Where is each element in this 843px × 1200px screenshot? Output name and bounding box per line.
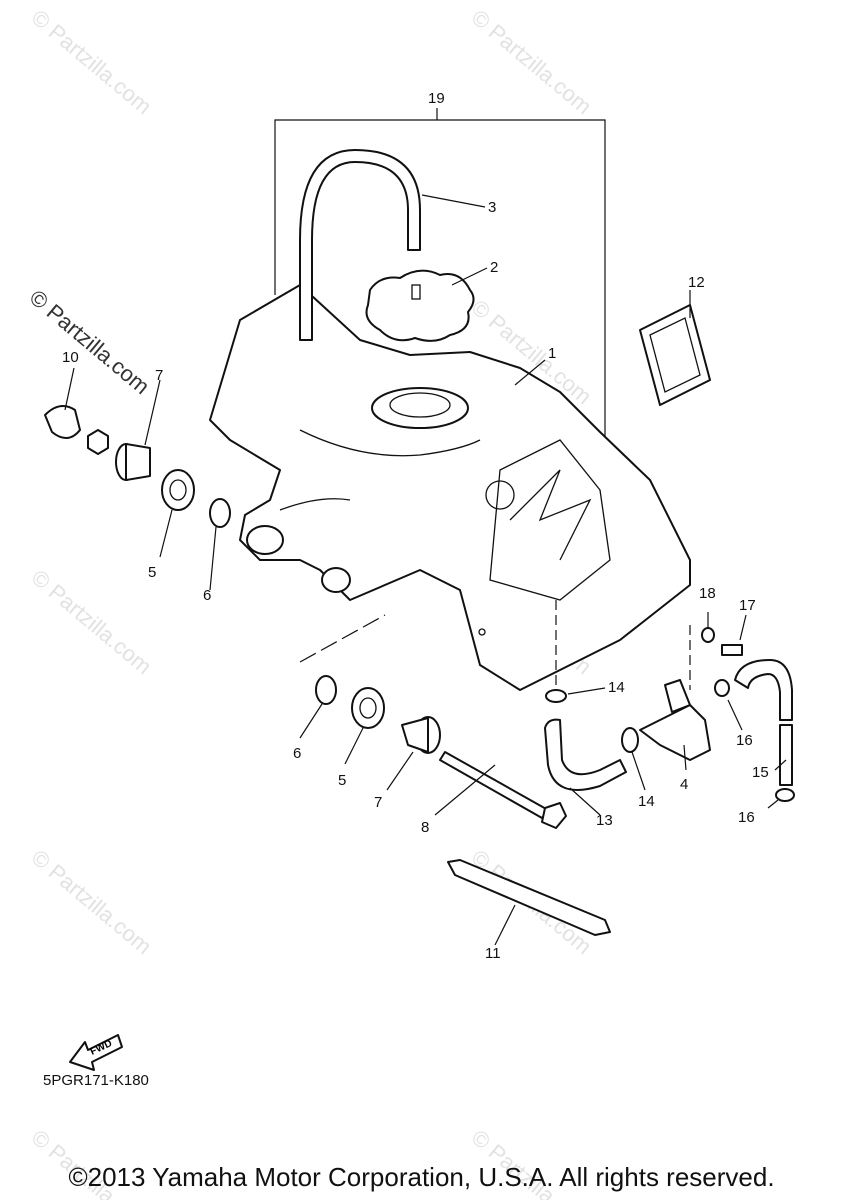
callout-15: 15 <box>752 764 769 781</box>
watermark-text: © Partzilla.com <box>27 845 157 959</box>
callout-7a: 7 <box>155 367 163 384</box>
lower-mount-parts: 6 5 7 8 <box>293 614 567 836</box>
assembly-bracket-19: 19 <box>274 90 606 470</box>
callout-14a: 14 <box>608 679 625 696</box>
watermark-text-dark: © Partzilla.com <box>25 285 155 399</box>
diagram-code: 5PGR171-K180 <box>43 1072 149 1089</box>
fwd-arrow-icon: FWD <box>69 1034 123 1071</box>
callout-12: 12 <box>688 274 705 291</box>
callout-10: 10 <box>62 349 79 366</box>
callout-16b: 16 <box>738 809 755 826</box>
callout-1: 1 <box>548 345 556 362</box>
copyright-notice: ©2013 Yamaha Motor Corporation, U.S.A. A… <box>68 1162 775 1192</box>
breather-hose: 3 <box>299 149 496 341</box>
fuel-cap: 2 <box>365 259 498 342</box>
callout-7b: 7 <box>374 794 382 811</box>
callout-17: 17 <box>739 597 756 614</box>
watermark-text: © Partzilla.com <box>467 5 597 119</box>
callout-6a: 6 <box>203 587 211 604</box>
watermark-text: © Partzilla.com <box>27 5 157 119</box>
callout-3: 3 <box>488 199 496 216</box>
watermark-text: © Partzilla.com <box>27 565 157 679</box>
fuel-line-parts: 14 13 14 4 18 17 16 15 16 <box>544 585 795 829</box>
callout-19: 19 <box>428 90 445 107</box>
fuel-tank: 1 <box>209 284 691 691</box>
callout-14b: 14 <box>638 793 655 810</box>
callout-18: 18 <box>699 585 716 602</box>
tank-damper: 11 <box>447 859 611 962</box>
left-mount-parts: 10 7 5 6 <box>44 349 231 604</box>
callout-11: 11 <box>485 945 501 962</box>
callout-4: 4 <box>680 776 688 793</box>
callout-13: 13 <box>596 812 613 829</box>
callout-16a: 16 <box>736 732 753 749</box>
tank-emblem: 12 <box>639 274 711 406</box>
callout-5a: 5 <box>148 564 156 581</box>
callout-6b: 6 <box>293 745 301 762</box>
callout-2: 2 <box>490 259 498 276</box>
callout-8: 8 <box>421 819 429 836</box>
callout-5b: 5 <box>338 772 346 789</box>
